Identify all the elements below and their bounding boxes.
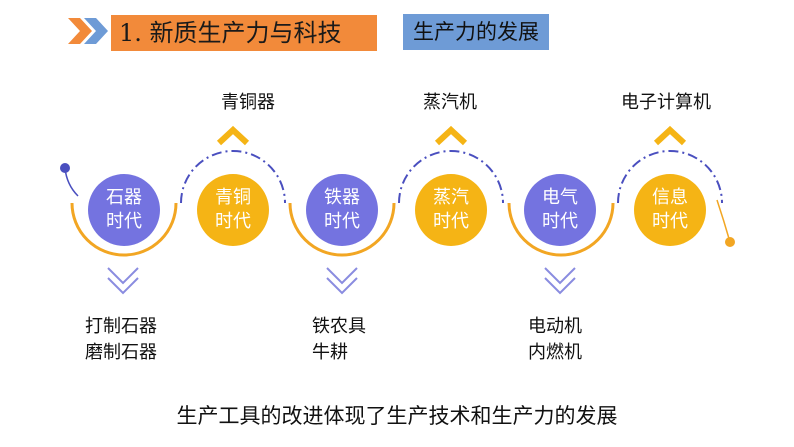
down-chevron-icon: [544, 267, 576, 295]
era-circle: [415, 174, 487, 246]
down-chevron-icon: [326, 267, 358, 295]
top-label-steam-engine: 蒸汽机: [423, 92, 477, 113]
up-chevron-icon: [653, 125, 687, 146]
bottom-arc-1: [70, 202, 178, 257]
era-circle: [634, 174, 706, 246]
up-chevron-icon: [216, 125, 250, 146]
page-title: 1. 新质生产力与科技: [111, 15, 377, 51]
bottom-label-iron-tools: 铁农具牛耕: [312, 316, 366, 363]
bottom-label-electric: 电动机内燃机: [528, 316, 582, 363]
section-tag: 生产力的发展: [403, 14, 549, 50]
footer-caption: 生产工具的改进体现了生产技术和生产力的发展: [176, 404, 618, 428]
top-label-computer: 电子计算机: [621, 92, 711, 113]
top-arc-3: [617, 150, 723, 204]
era-stone-age: 石器时代: [106, 187, 142, 232]
era-circle: [197, 174, 269, 246]
era-electric-age: 电气时代: [542, 187, 578, 232]
end-connector: [716, 199, 731, 243]
era-circle: [88, 174, 160, 246]
era-bronze-age: 青铜时代: [215, 187, 251, 232]
top-arc-2: [398, 150, 504, 204]
bottom-arc-3: [507, 202, 615, 257]
top-label-bronzeware: 青铜器: [221, 92, 275, 113]
era-steam-age: 蒸汽时代: [433, 187, 469, 232]
era-iron-age: 铁器时代: [324, 187, 360, 232]
start-connector: [64, 167, 79, 197]
era-information-age: 信息时代: [652, 187, 688, 232]
era-circle: [306, 174, 378, 246]
down-chevron-icon: [107, 267, 139, 295]
up-chevron-icon: [434, 125, 468, 146]
era-circle: [524, 174, 596, 246]
bottom-label-stone-tools: 打制石器磨制石器: [85, 316, 157, 363]
top-arc-1: [180, 150, 286, 204]
bottom-arc-2: [288, 202, 396, 257]
chevron-double-right-icon: [68, 18, 108, 44]
